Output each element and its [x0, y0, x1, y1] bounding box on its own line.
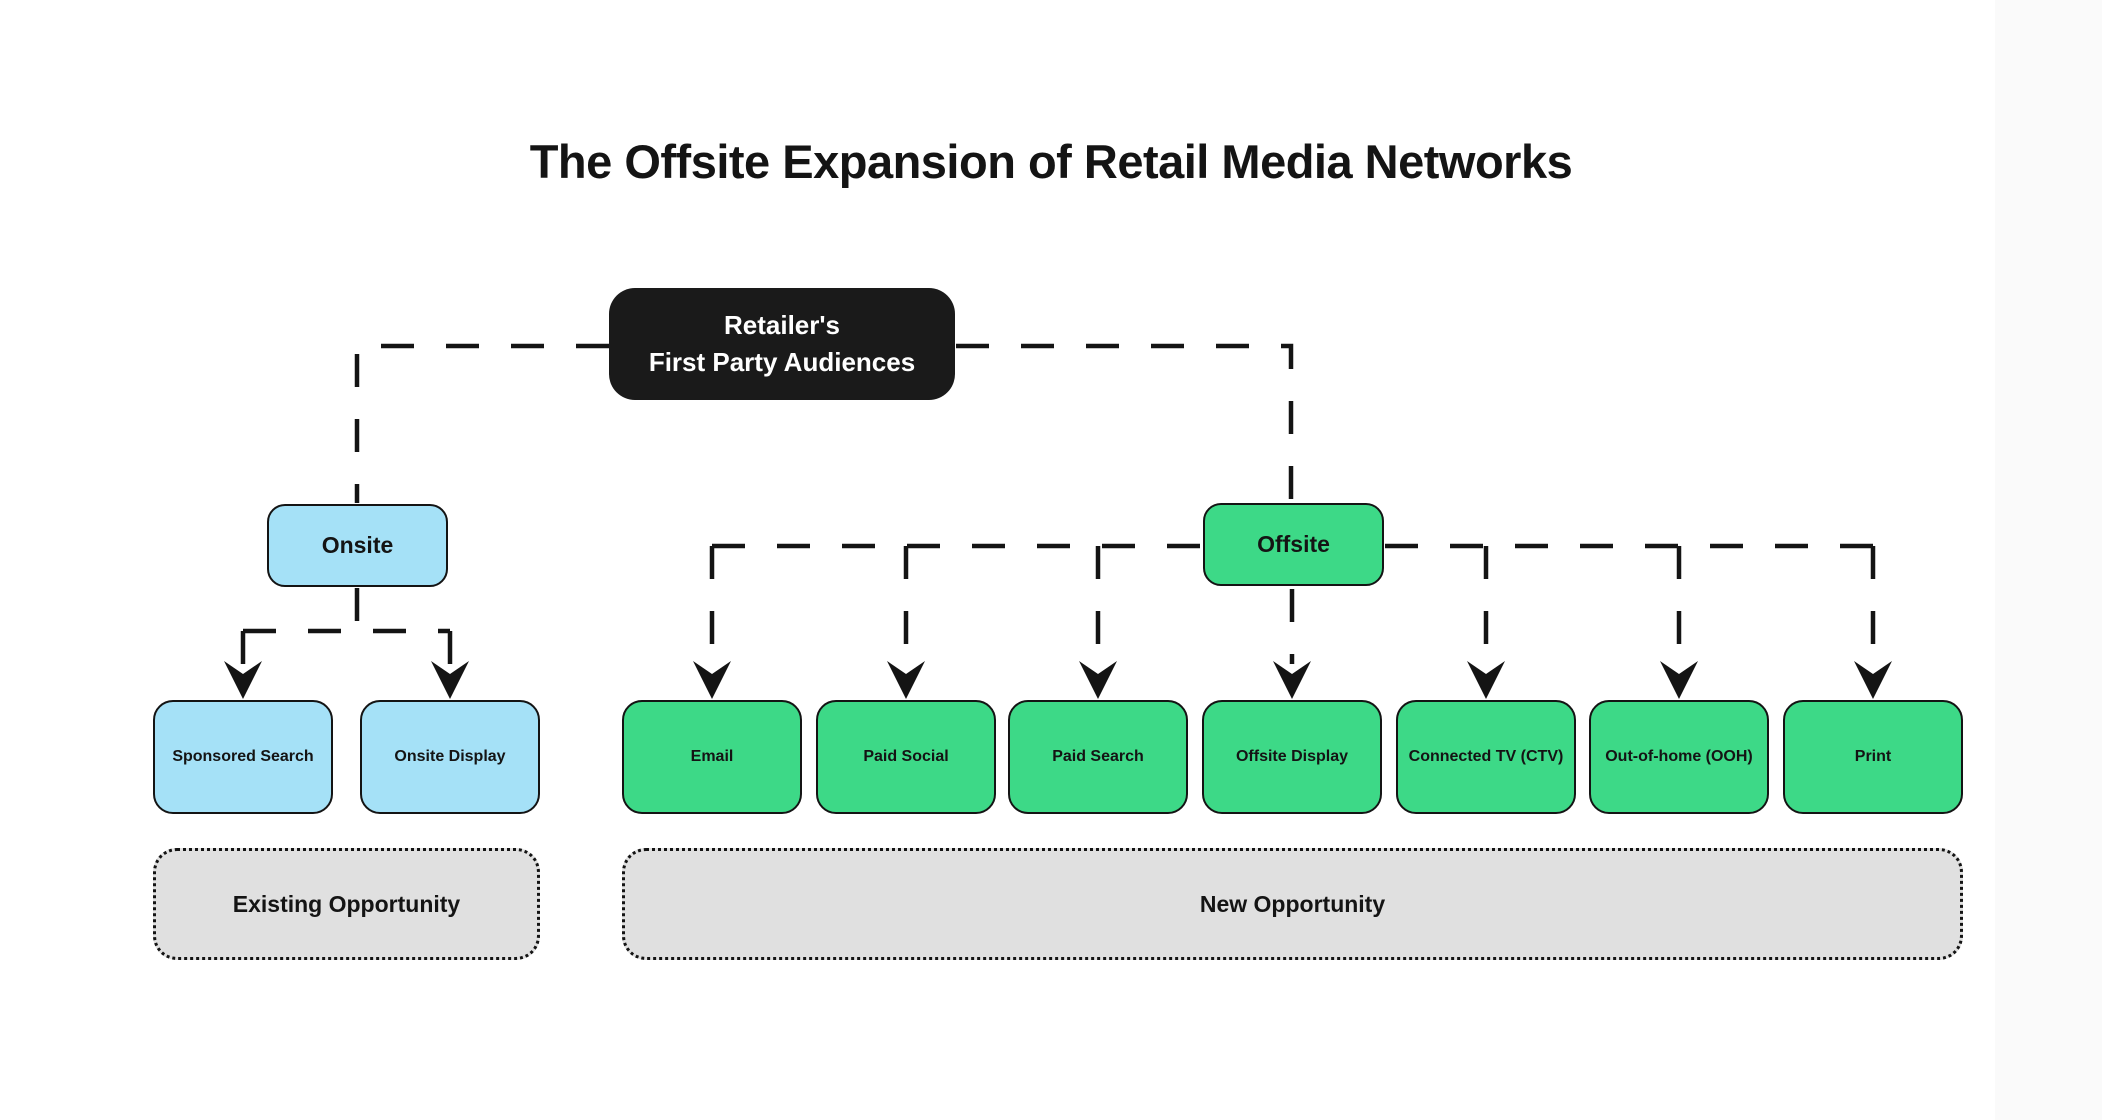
node-onsite-display: Onsite Display: [360, 700, 540, 814]
arrowhead-ooh: [1660, 661, 1698, 699]
node-email: Email: [622, 700, 802, 814]
node-sponsored-search: Sponsored Search: [153, 700, 333, 814]
arrowhead-offsite-display: [1273, 661, 1311, 699]
connector-root-offsite: [956, 343, 1294, 501]
node-connected-tv: Connected TV (CTV): [1396, 700, 1576, 814]
arrowhead-email: [693, 661, 731, 699]
arrowhead-paid-search: [1079, 661, 1117, 699]
root-label-line1: Retailer's: [723, 310, 841, 340]
root-label-line2: First Party Audiences: [648, 347, 916, 377]
connector-root-onsite: [354, 343, 609, 503]
arrowhead-print: [1854, 661, 1892, 699]
arrowhead-connected-tv: [1467, 661, 1505, 699]
group-existing-opportunity: Existing Opportunity: [153, 848, 540, 960]
node-paid-social: Paid Social: [816, 700, 996, 814]
node-offsite: Offsite: [1203, 503, 1384, 586]
node-onsite: Onsite: [267, 504, 448, 587]
node-print: Print: [1783, 700, 1963, 814]
node-out-of-home: Out-of-home (OOH): [1589, 700, 1769, 814]
node-offsite-display: Offsite Display: [1202, 700, 1382, 814]
arrowhead-sponsored-search: [224, 661, 262, 699]
group-new-opportunity: New Opportunity: [622, 848, 1963, 960]
arrowhead-onsite-display: [431, 661, 469, 699]
arrowhead-paid-social: [887, 661, 925, 699]
node-retailers-first-party-audiences: Retailer's First Party Audiences: [609, 288, 955, 400]
node-paid-search: Paid Search: [1008, 700, 1188, 814]
page-title: The Offsite Expansion of Retail Media Ne…: [529, 135, 1573, 188]
